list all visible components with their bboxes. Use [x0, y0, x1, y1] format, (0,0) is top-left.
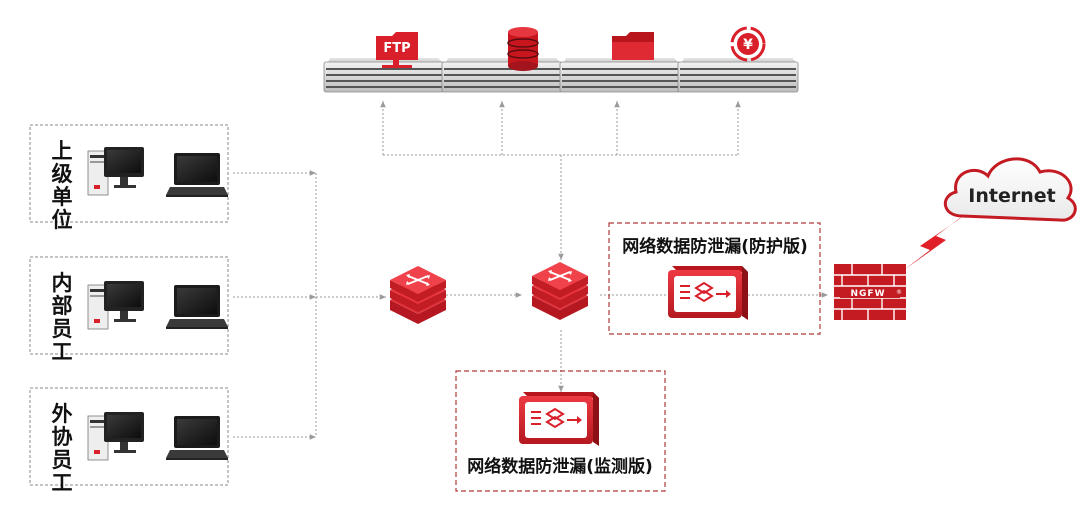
group-label-external: 外协员工 — [52, 402, 73, 495]
dlp-protect-device[interactable] — [667, 265, 749, 321]
ngfw-firewall[interactable]: NGFW ® — [834, 264, 906, 320]
laptop-icon — [166, 416, 228, 460]
database-icon — [507, 27, 539, 71]
group-label-superior: 上级单位 — [52, 139, 73, 232]
server-ftp[interactable] — [323, 58, 445, 93]
group-superior-unit[interactable]: 上级单位 — [29, 124, 229, 232]
desktop-icon — [87, 146, 145, 196]
yuan-icon: ¥ — [730, 26, 766, 62]
internet-cloud[interactable]: Internet — [944, 157, 1077, 222]
dlp-monitor-device[interactable] — [518, 391, 600, 447]
ngfw-label: NGFW — [851, 289, 886, 299]
laptop-icon — [166, 285, 228, 329]
core-switch-right[interactable] — [531, 261, 589, 321]
ftp-label: FTP — [383, 41, 410, 56]
yuan-label: ¥ — [743, 37, 753, 53]
laptop-icon — [166, 153, 228, 197]
connection-lines — [233, 101, 828, 440]
dlp-monitor-group[interactable]: 网络数据防泄漏(监测版) — [455, 370, 666, 492]
server-finance[interactable] — [677, 58, 799, 93]
dlp-protect-label: 网络数据防泄漏(防护版) — [622, 236, 808, 257]
ftp-folder-icon: FTP — [376, 32, 418, 68]
group-label-internal: 内部员工 — [52, 271, 73, 364]
server-file[interactable] — [559, 58, 681, 93]
desktop-icon — [87, 411, 145, 461]
group-external-staff[interactable]: 外协员工 — [29, 387, 229, 495]
core-switch-left[interactable] — [389, 265, 447, 325]
dlp-monitor-label: 网络数据防泄漏(监测版) — [467, 456, 653, 477]
dlp-protect-group[interactable]: 网络数据防泄漏(防护版) — [608, 222, 821, 335]
lightning-icon — [904, 212, 968, 270]
internet-label: Internet — [968, 185, 1055, 207]
desktop-icon — [87, 280, 145, 330]
ngfw-registered-mark: ® — [896, 289, 902, 296]
folder-icon — [612, 32, 654, 60]
server-database[interactable] — [441, 58, 563, 93]
group-internal-staff[interactable]: 内部员工 — [29, 256, 229, 364]
